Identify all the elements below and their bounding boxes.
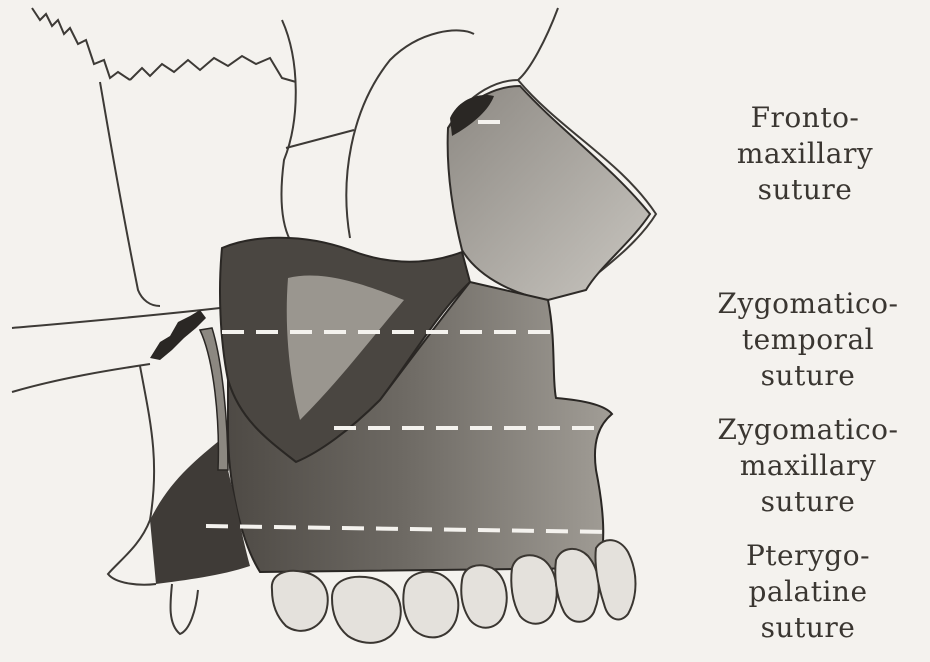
label-zygomaticotemporal-suture: Zygomatico- temporal suture — [690, 286, 926, 394]
label-line: suture — [690, 172, 920, 208]
label-line: maxillary — [690, 448, 926, 484]
tooth — [332, 577, 401, 643]
zygomatic-arch-lower — [12, 364, 150, 392]
label-pterygopalatine-suture: Pterygo- palatine suture — [690, 538, 926, 646]
label-line: suture — [690, 358, 926, 394]
tooth — [272, 571, 328, 631]
label-line: maxillary — [690, 136, 920, 172]
label-frontomaxillary-suture: Fronto- maxillary suture — [690, 100, 920, 208]
orbit-floor-line — [286, 130, 354, 148]
orbit-rim-upper — [282, 20, 296, 240]
label-line: Zygomatico- — [690, 412, 926, 448]
label-zygomaticomaxillary-suture: Zygomatico- maxillary suture — [690, 412, 926, 520]
label-line: palatine — [690, 574, 926, 610]
label-line: Zygomatico- — [690, 286, 926, 322]
tooth — [403, 572, 458, 638]
tooth — [511, 555, 556, 623]
tooth — [595, 540, 635, 619]
coronal-suture-line — [32, 8, 130, 80]
label-line: Pterygo- — [690, 538, 926, 574]
label-line: suture — [690, 484, 926, 520]
label-line: suture — [690, 610, 926, 646]
temporal-line — [100, 82, 160, 306]
pterygoid-outline — [108, 366, 156, 585]
label-line: temporal — [690, 322, 926, 358]
frontal-process — [448, 86, 650, 300]
hamulus-outline — [170, 584, 198, 634]
label-line: Fronto- — [690, 100, 920, 136]
zt-suture-serration — [150, 310, 206, 360]
squamosal-suture-line — [130, 56, 296, 82]
tooth — [461, 565, 506, 627]
